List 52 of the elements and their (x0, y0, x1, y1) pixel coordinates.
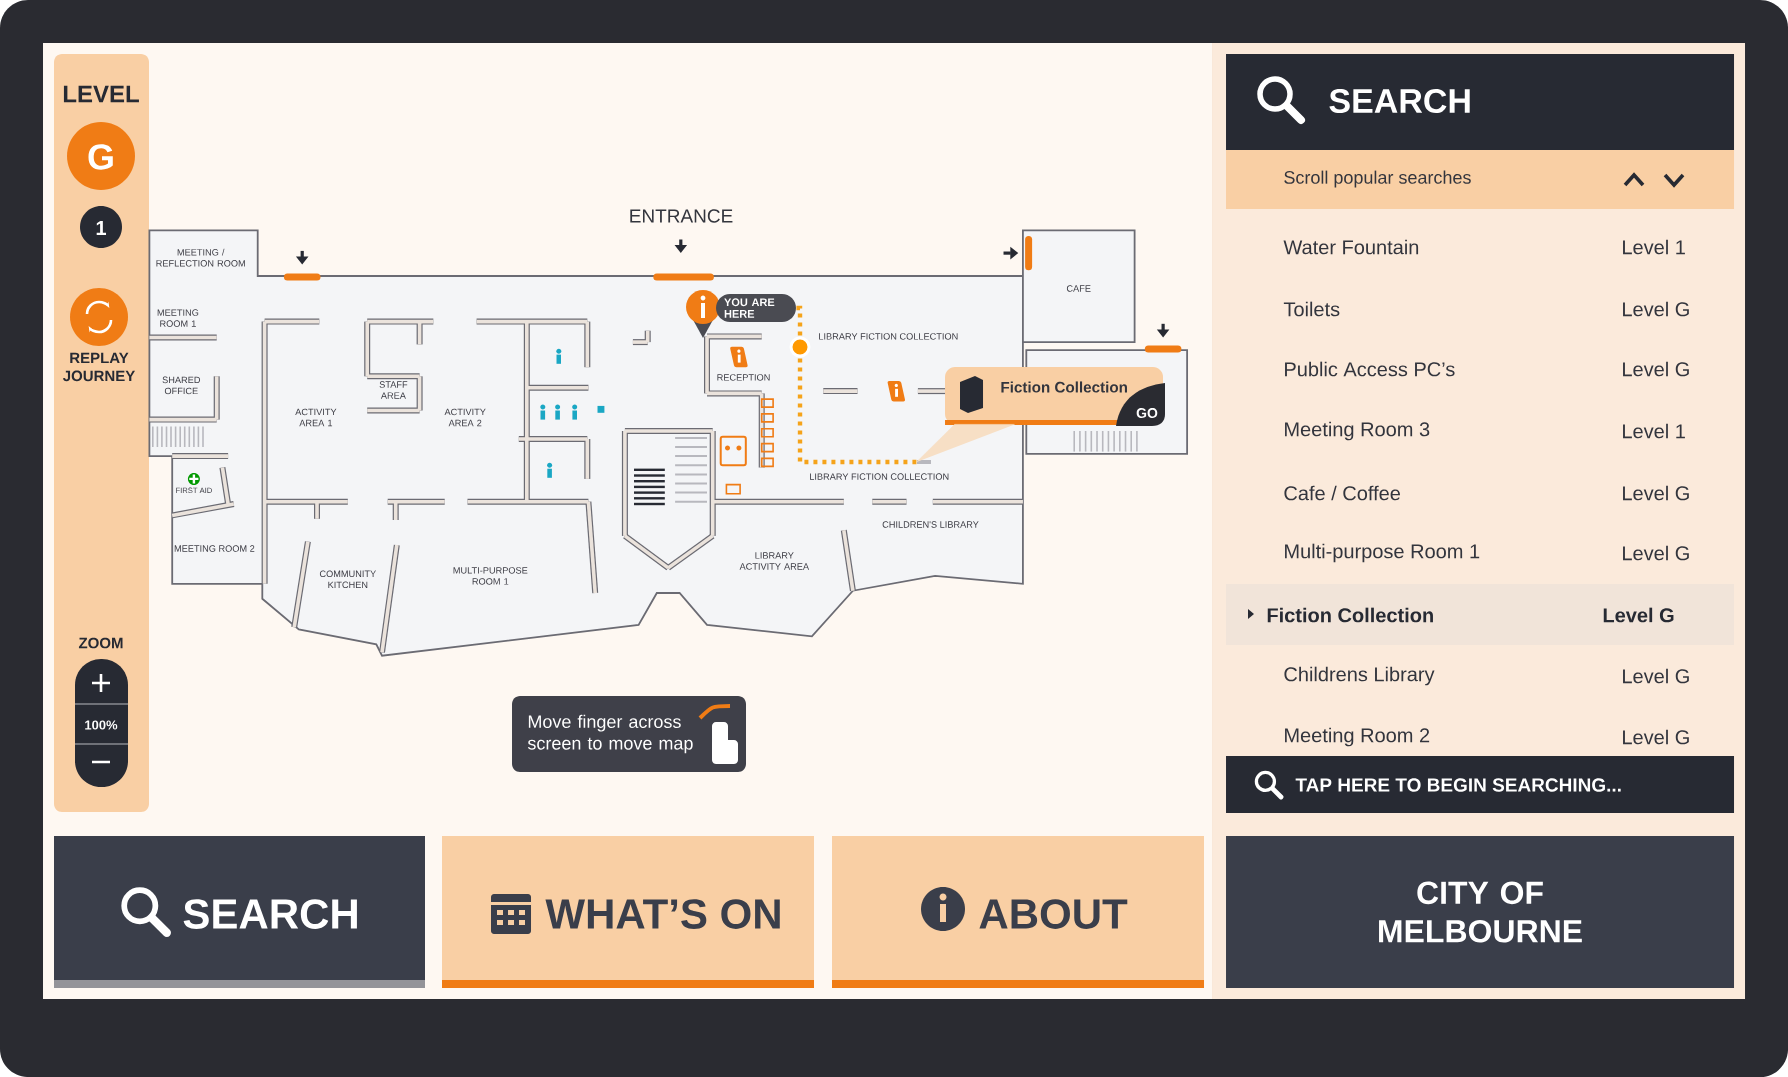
result-level: Level G (1623, 545, 1689, 561)
result-level: Level G (1623, 301, 1689, 317)
about-button: ABOUT (832, 836, 1204, 988)
entrance-label: ENTRANCE (630, 209, 733, 223)
result-level: Level G (1623, 668, 1689, 684)
room-label: SHARED OFFICE (162, 376, 201, 395)
search-bar: TAP HERE TO BEGIN SEARCHING... (1226, 756, 1734, 813)
room-label: STAFF AREA (379, 381, 408, 399)
room-label: ACTIVITY AREA 1 (295, 408, 337, 427)
callout-box: Fiction Collection GO (945, 367, 1165, 426)
zoom-label: ZOOM (78, 637, 123, 649)
search-header: SEARCH (1226, 54, 1734, 150)
city-name-panel: CITY OF MELBOURNE (1226, 836, 1734, 988)
level-button: G (67, 122, 135, 190)
room-label: MEETING / REFLECTION ROOM (156, 248, 245, 267)
result-name: Meeting Room 3 (1285, 421, 1430, 441)
room-label: LIBRARY ACTIVITY AREA (739, 552, 810, 570)
result-name: Meeting Room 2 (1285, 727, 1430, 747)
result-name: Multi-purpose Room 1 (1285, 543, 1480, 563)
zoom-control: 100% (74, 659, 129, 787)
search-button: SEARCH (54, 836, 425, 988)
result-level: Level G (1623, 485, 1689, 501)
whats-on-button: WHAT’S ON (442, 836, 814, 988)
result-level: Level G (1603, 607, 1674, 623)
result-name: Water Fountain (1283, 239, 1419, 255)
replay-label: REPLAY JOURNEY (62, 352, 135, 382)
result-name: Childrens Library (1284, 666, 1435, 686)
level-heading: LEVEL (63, 85, 139, 103)
route-end-marker (917, 460, 931, 464)
room-label: CHILDREN'S LIBRARY (882, 521, 979, 528)
result-level: Level 1 (1623, 423, 1685, 439)
room-label: COMMUNITY KITCHEN (319, 570, 376, 589)
result-name: Toilets (1283, 301, 1340, 317)
result-name: Public Access PC’s (1285, 361, 1455, 377)
room-label: RECEPTION (717, 374, 770, 381)
scroll-bar: Scroll popular searches (1226, 150, 1734, 209)
room-label: LIBRARY FICTION COLLECTION (819, 333, 958, 340)
result-level: Level 1 (1623, 239, 1685, 255)
result-level: Level G (1623, 729, 1689, 745)
room-label: MEETING ROOM 2 (174, 545, 255, 552)
callout-pointer (916, 424, 1015, 463)
level-button: 1 (80, 206, 122, 248)
room-label: ACTIVITY AREA 2 (444, 408, 486, 427)
room-label: CAFE (1066, 285, 1091, 292)
location-label: YOU ARE HERE (716, 294, 796, 322)
room-label: MEETING ROOM 1 (157, 309, 199, 327)
route-line (796, 305, 917, 465)
hint-toast: Move finger across screen to move map (512, 696, 746, 772)
room-label: LIBRARY FICTION COLLECTION (810, 473, 949, 480)
room-label: MULTI-PURPOSE ROOM 1 (453, 567, 528, 585)
result-level: Level G (1623, 361, 1689, 377)
result-name: Cafe / Coffee (1284, 485, 1400, 501)
